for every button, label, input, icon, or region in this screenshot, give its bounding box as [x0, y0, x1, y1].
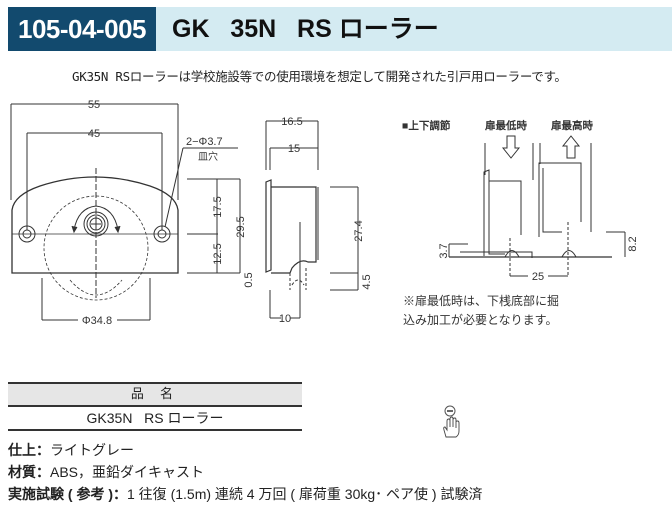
svg-text:4.5: 4.5 — [361, 274, 373, 289]
svg-text:55: 55 — [88, 99, 100, 111]
spec-value: ライトグレー — [50, 442, 134, 458]
spec-label: 実施試験 ( 参考 )： — [8, 486, 127, 502]
zoom-out-hand-cursor-icon — [443, 405, 460, 438]
svg-text:27.4: 27.4 — [353, 220, 365, 241]
svg-text:16.5: 16.5 — [281, 116, 302, 128]
svg-text:15: 15 — [288, 143, 300, 155]
svg-text:扉最低時: 扉最低時 — [484, 119, 527, 132]
svg-text:Φ34.8: Φ34.8 — [82, 315, 112, 327]
svg-text:※扉最低時は、下桟底部に掘: ※扉最低時は、下桟底部に掘 — [403, 293, 559, 308]
svg-text:皿穴: 皿穴 — [198, 150, 218, 163]
technical-drawing: 55 45 2−Φ3.7 皿穴 Φ34.8 17.5 12.5 29.5 0.5… — [10, 99, 639, 327]
product-name-table: 品 名 GK35N RS ローラー — [8, 382, 302, 431]
spec-label: 仕上： — [8, 442, 50, 458]
svg-text:10: 10 — [279, 313, 291, 325]
spec-label: 材質： — [8, 464, 50, 480]
side-view — [265, 120, 359, 319]
svg-text:8.2: 8.2 — [627, 236, 639, 251]
intro-text: GK35N RSローラーは学校施設等での使用環境を想定して開発された引戸用ローラ… — [72, 69, 567, 84]
spec-finish: 仕上：ライトグレー — [8, 440, 134, 460]
svg-text:■上下調節: ■上下調節 — [402, 119, 451, 132]
adjustment-diagram — [448, 135, 626, 277]
svg-text:29.5: 29.5 — [235, 216, 247, 237]
product-code: 105-04-005 — [8, 7, 156, 51]
svg-text:45: 45 — [88, 128, 100, 140]
svg-text:25: 25 — [532, 271, 544, 283]
spec-material: 材質：ABS，亜鉛ダイキャスト — [8, 462, 204, 482]
svg-text:込み加工が必要となります。: 込み加工が必要となります。 — [403, 312, 557, 327]
svg-text:12.5: 12.5 — [212, 243, 224, 264]
svg-text:2−Φ3.7: 2−Φ3.7 — [186, 136, 223, 148]
table-row: GK35N RS ローラー — [8, 407, 302, 431]
page-title: GK 35N RS ローラー — [172, 15, 439, 43]
front-view — [10, 103, 241, 321]
svg-text:0.5: 0.5 — [243, 272, 255, 287]
spec-value: ABS，亜鉛ダイキャスト — [50, 464, 205, 480]
spec-test: 実施試験 ( 参考 )：1 往復 (1.5m) 連続 4 万回 ( 扉荷重 30… — [8, 484, 483, 504]
svg-text:3.7: 3.7 — [438, 243, 450, 258]
svg-text:17.5: 17.5 — [212, 196, 224, 217]
svg-text:扉最高時: 扉最高時 — [550, 119, 593, 132]
table-header: 品 名 — [8, 382, 302, 407]
spec-value: 1 往復 (1.5m) 連続 4 万回 ( 扉荷重 30kg･ ペア使 ) 試験… — [127, 486, 483, 502]
